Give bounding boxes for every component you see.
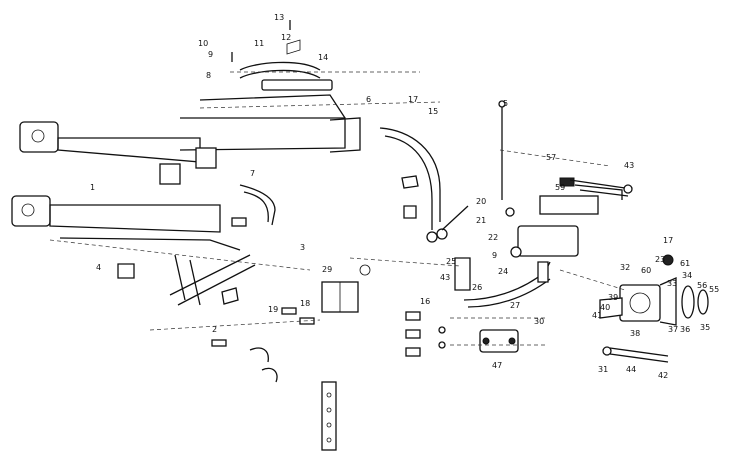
callout-4: 4: [96, 263, 101, 272]
callout-31: 31: [598, 365, 608, 374]
callout-55: 55: [709, 285, 719, 294]
callout-57: 57: [546, 153, 556, 162]
callout-11: 11: [254, 39, 264, 48]
callout-34: 34: [682, 271, 692, 280]
callout-33: 33: [667, 279, 677, 288]
drive-shaft: [602, 346, 669, 363]
callout-61: 61: [680, 259, 690, 268]
callout-56: 56: [697, 281, 707, 290]
callout-44: 44: [626, 365, 636, 374]
upper-hydraulic-cylinder: [19, 94, 441, 169]
callout-labels: 13 12 11 10 9 14 8 6 17 15 5 57 43 59 20…: [90, 13, 719, 380]
callout-27: 27: [510, 301, 520, 310]
callout-32: 32: [620, 263, 630, 272]
callout-38: 38: [630, 329, 640, 338]
callout-26: 26: [472, 283, 482, 292]
hydraulic-pipe-lower: [463, 261, 551, 308]
callout-41: 41: [592, 311, 602, 320]
hydraulic-pipe-upper: [379, 127, 469, 243]
callout-43: 43: [624, 161, 634, 170]
callout-7: 7: [250, 169, 255, 178]
control-valve-block: [505, 177, 629, 258]
lower-hydraulic-cylinder: [11, 163, 311, 271]
top-bracket-assembly: [230, 20, 420, 91]
callout-43b: 43: [440, 273, 450, 282]
callout-24: 24: [498, 267, 508, 276]
callout-17: 17: [408, 95, 418, 104]
filter-bracket: [454, 257, 471, 291]
callout-16: 16: [420, 297, 430, 306]
lower-manifold: [450, 317, 545, 353]
callout-15: 15: [428, 107, 438, 116]
callout-29: 29: [322, 265, 332, 274]
callout-39: 39: [608, 293, 618, 302]
hitch-bracket: [321, 264, 371, 313]
return-pipe: [231, 184, 276, 227]
callout-14: 14: [318, 53, 328, 62]
hydraulic-pump: [599, 254, 709, 326]
control-rod: [498, 100, 506, 200]
mounting-strap: [321, 381, 337, 451]
callout-19: 19: [268, 305, 278, 314]
callout-9: 9: [208, 50, 213, 59]
callout-20: 20: [476, 197, 486, 206]
lift-linkage: [117, 254, 256, 306]
callout-22: 22: [488, 233, 498, 242]
callout-10: 10: [198, 39, 208, 48]
callout-12: 12: [281, 33, 291, 42]
callout-17b: 17: [663, 236, 673, 245]
callout-60: 60: [641, 266, 651, 275]
callout-1: 1: [90, 183, 95, 192]
fitting-stack: [401, 175, 419, 219]
callout-59: 59: [555, 183, 565, 192]
bolt-set: [211, 307, 315, 383]
tie-rod-top: [569, 179, 633, 194]
callout-18: 18: [300, 299, 310, 308]
callout-6: 6: [366, 95, 371, 104]
callout-25: 25: [446, 257, 456, 266]
callout-3: 3: [300, 243, 305, 252]
callout-35: 35: [700, 323, 710, 332]
callout-30: 30: [534, 317, 544, 326]
callout-42: 42: [658, 371, 668, 380]
callout-13: 13: [274, 13, 284, 22]
callout-23: 23: [655, 255, 665, 264]
callout-2: 2: [212, 325, 217, 334]
callout-36: 36: [680, 325, 690, 334]
callout-8: 8: [206, 71, 211, 80]
callout-37: 37: [668, 325, 678, 334]
callout-5: 5: [503, 99, 508, 108]
fittings-left: [405, 311, 446, 357]
callout-47: 47: [492, 361, 502, 370]
callout-40: 40: [600, 303, 610, 312]
callout-9b: 9: [492, 251, 497, 260]
callout-21: 21: [476, 216, 486, 225]
assembly-guides: [149, 149, 626, 331]
